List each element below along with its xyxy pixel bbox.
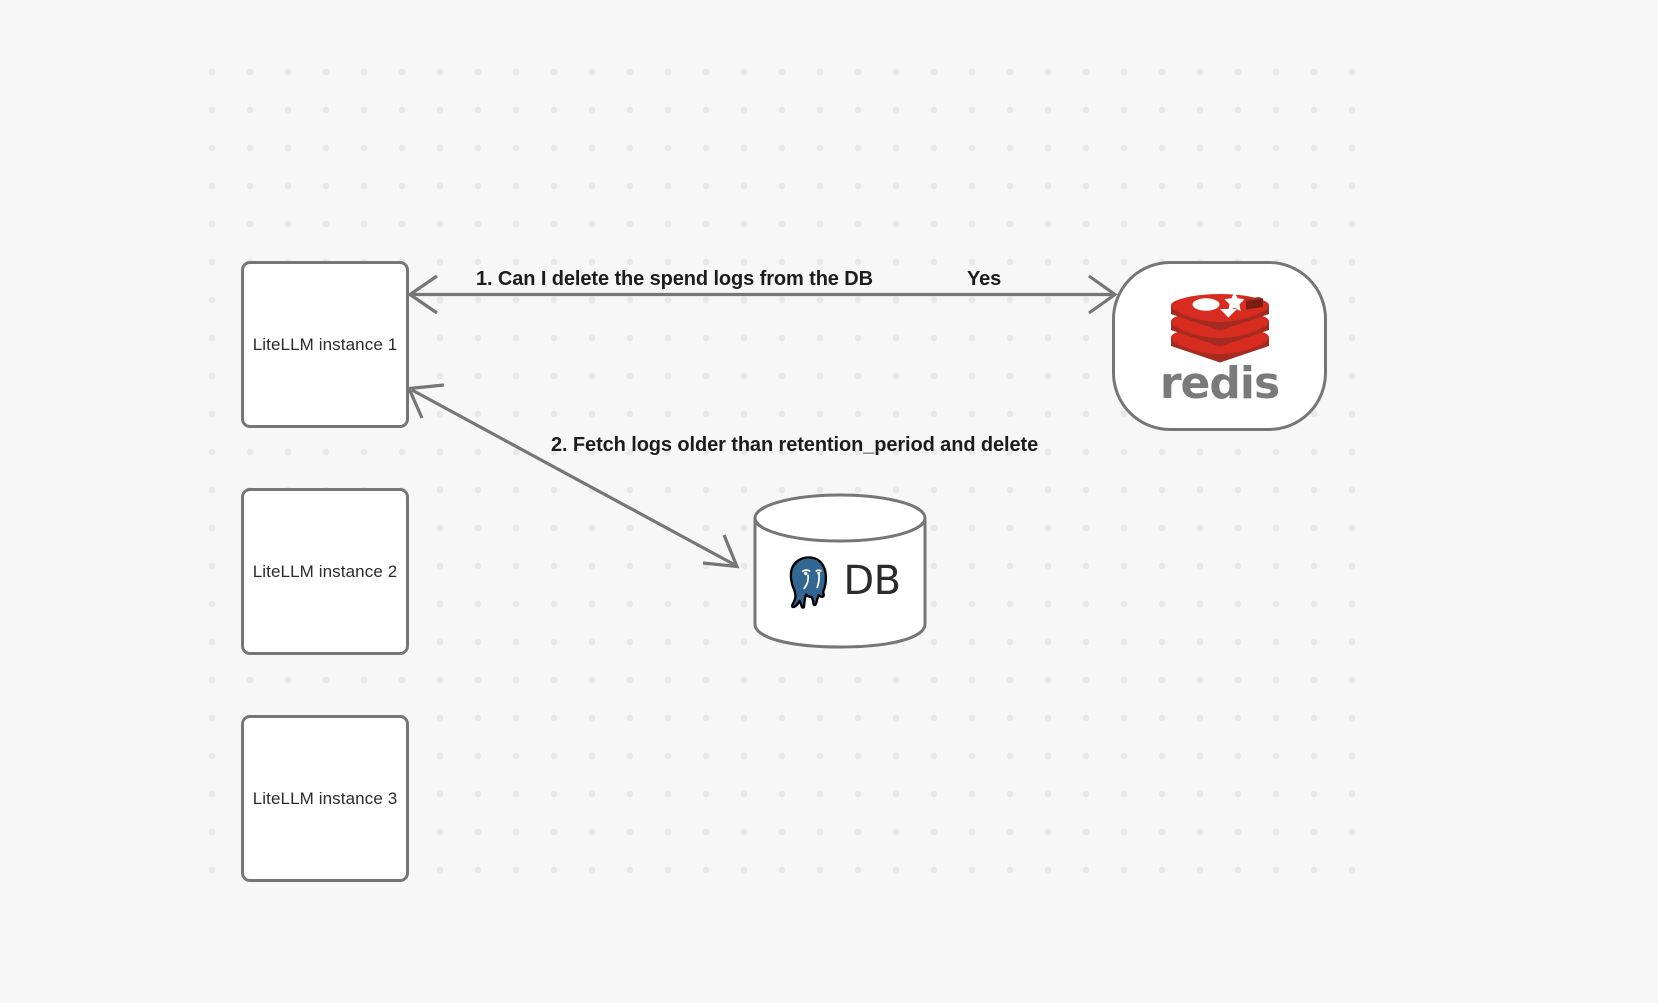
node-redis[interactable]: redis [1112, 261, 1327, 431]
postgresql-elephant-icon [787, 554, 831, 609]
database-label: DB [843, 558, 901, 604]
redis-wordmark: redis [1159, 358, 1280, 409]
node-litellm-instance-1[interactable]: LiteLLM instance 1 [241, 261, 409, 428]
edge-litellm1-to-db [406, 383, 740, 569]
node-database[interactable]: DB [752, 492, 928, 650]
node-label: LiteLLM instance 2 [252, 561, 398, 581]
database-cylinder-shape [753, 493, 927, 649]
redis-stack-logo-icon [1170, 292, 1269, 363]
node-litellm-instance-3[interactable]: LiteLLM instance 3 [241, 715, 409, 882]
edge-label-step-1: 1. Can I delete the spend logs from the … [476, 268, 873, 290]
edge-label-step-2: 2. Fetch logs older than retention_perio… [551, 434, 1039, 456]
node-label: LiteLLM instance 1 [252, 334, 398, 354]
edge-litellm1-to-redis [407, 274, 1118, 315]
edge-label-yes: Yes [967, 268, 1002, 290]
node-label: LiteLLM instance 3 [252, 788, 398, 808]
node-litellm-instance-2[interactable]: LiteLLM instance 2 [241, 488, 409, 655]
database-label-row: DB [752, 544, 928, 618]
